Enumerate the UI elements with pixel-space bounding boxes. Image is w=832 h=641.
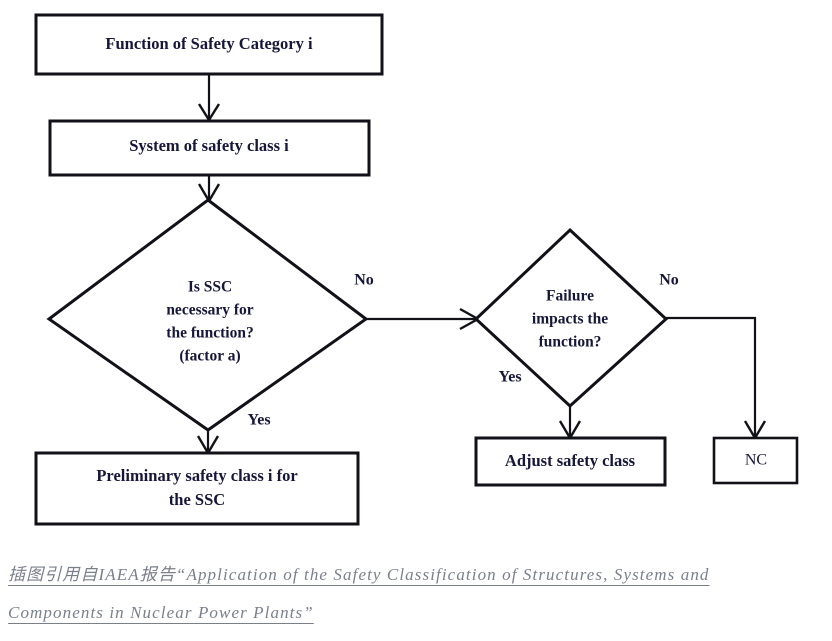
edge-label-yes-first: Yes [247,412,270,429]
node-box-system-of-safety-class [48,119,371,177]
node-label-preliminary-safety-class-line2: the SSC [169,490,225,509]
flowchart-canvas: Function of Safety Category i System of … [34,13,799,526]
node-label-is-ssc-necessary-line3: the function? [166,325,253,342]
node-box-preliminary-safety-class [34,451,360,526]
connector-decision-one-no-to-decision-two [366,307,481,331]
node-preliminary-safety-class: Preliminary safety class i for the SSC [34,451,360,526]
node-is-ssc-necessary: Is SSC necessary for the function? (fact… [46,198,369,432]
node-label-function-of-safety-category: Function of Safety Category i [105,34,313,53]
node-system-of-safety-class: System of safety class i [48,119,371,177]
figure-caption: 插图引用自IAEA报告“Application of the Safety Cl… [8,556,824,632]
node-label-system-of-safety-class: System of safety class i [129,136,289,155]
node-label-adjust-safety-class: Adjust safety class [505,451,636,470]
connector-decision-two-no-to-nc [666,316,767,441]
edge-label-yes-second: Yes [498,369,521,386]
connector-function-to-system [197,74,221,123]
node-box-function-of-safety-category [34,13,384,76]
node-box-adjust-safety-class [474,436,667,487]
connector-system-to-decision-one [197,175,221,204]
node-function-of-safety-category: Function of Safety Category i [34,13,384,76]
connector-line [666,316,757,436]
node-not-classified: NC [712,436,799,485]
connector-decision-two-yes-to-adjust [558,406,582,441]
connector-decision-one-yes-to-preliminary [196,430,220,456]
edge-label-no-first: No [354,272,374,289]
node-label-failure-impacts-function-line2: impacts the [532,311,608,328]
node-label-is-ssc-necessary-line1: Is SSC [188,279,232,296]
node-label-is-ssc-necessary-line2: necessary for [166,302,253,319]
node-label-is-ssc-necessary-line4: (factor a) [179,348,240,365]
caption-line-1: 插图引用自IAEA报告“Application of the Safety Cl… [8,565,710,584]
edge-label-no-second: No [659,272,679,289]
node-label-failure-impacts-function-line1: Failure [546,288,594,305]
node-label-preliminary-safety-class-line1: Preliminary safety class i for [96,466,297,485]
node-box-not-classified [712,436,799,485]
caption-line-2: Components in Nuclear Power Plants” [8,603,314,622]
node-label-failure-impacts-function-line3: function? [539,334,602,351]
node-adjust-safety-class: Adjust safety class [474,436,667,487]
node-label-not-classified: NC [745,452,767,469]
